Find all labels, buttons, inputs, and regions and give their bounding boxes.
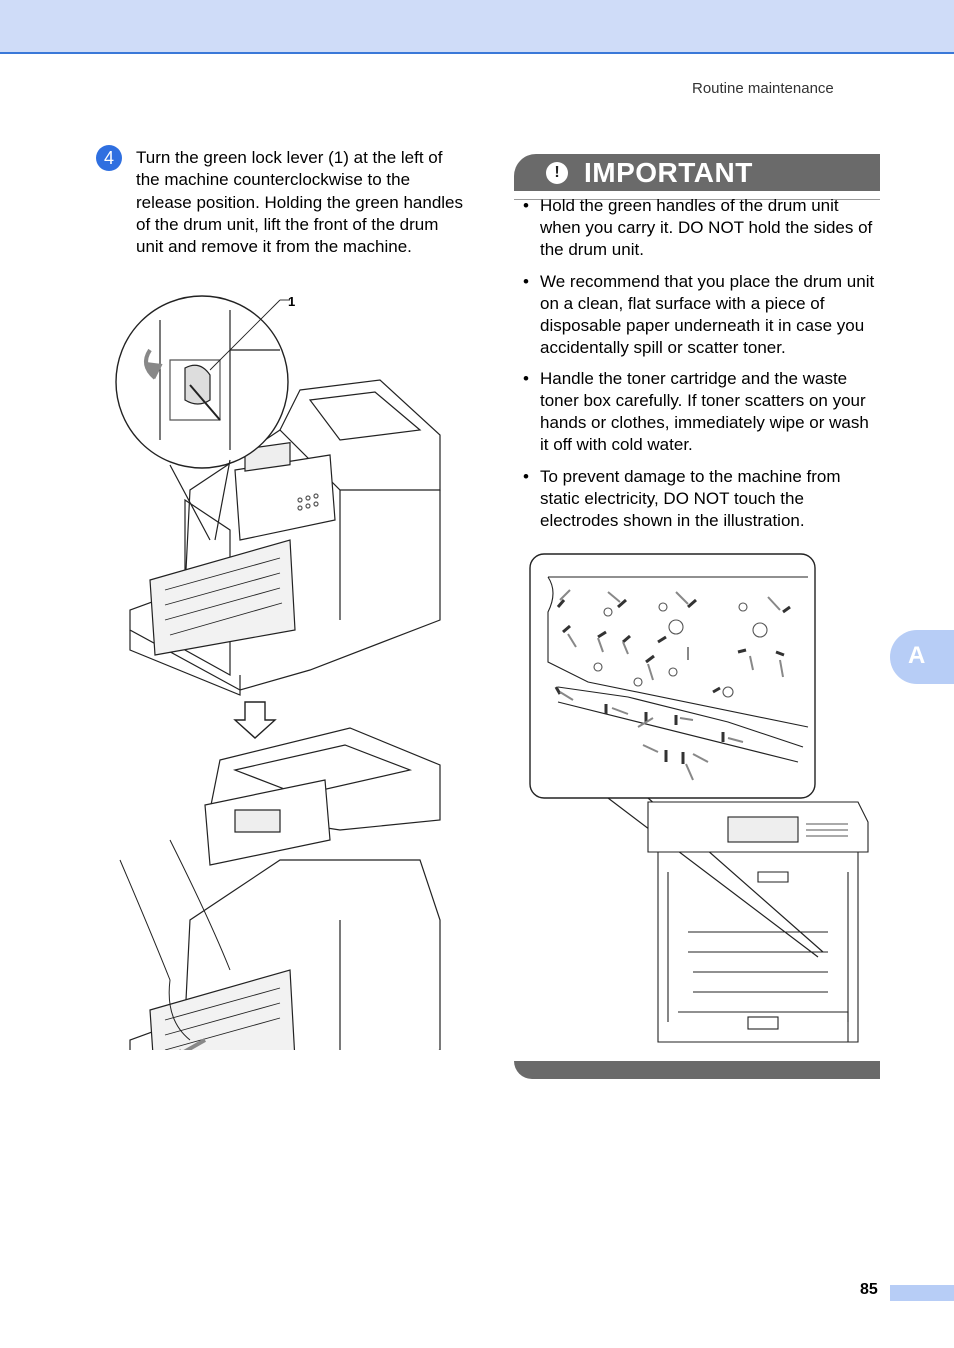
important-title: IMPORTANT [584, 157, 753, 188]
page-number: 85 [860, 1281, 878, 1298]
running-head: Routine maintenance [692, 80, 834, 97]
list-item: •To prevent damage to the machine from s… [523, 466, 841, 530]
bullet-mark: • [523, 271, 529, 291]
printer-top-illustration [129, 379, 441, 696]
list-item: •Hold the green handles of the drum unit… [523, 196, 873, 259]
list-item: •Handle the toner cartridge and the wast… [523, 369, 869, 454]
down-arrow-icon [233, 701, 277, 739]
bullet-mark: • [523, 196, 529, 215]
callout-label: 1 [288, 294, 295, 309]
drum-removal-illustration: 1 [115, 294, 441, 1050]
important-divider [514, 199, 880, 200]
exclamation-icon: ! [546, 162, 568, 184]
lock-lever-callout [115, 295, 290, 541]
important-footer-bar [514, 1061, 880, 1079]
printer-bottom-illustration [119, 727, 441, 1050]
step-instruction: Turn the green lock lever (1) at the lef… [136, 148, 464, 257]
step-number-badge: 4 [96, 145, 122, 171]
bullet-mark: • [523, 369, 529, 388]
appendix-tab: A [890, 630, 954, 684]
page-number-bar [890, 1285, 954, 1301]
important-header: ! IMPORTANT [514, 154, 880, 191]
important-list: •Hold the green handles of the drum unit… [520, 195, 882, 541]
list-item: •We recommend that you place the drum un… [523, 271, 875, 357]
bullet-mark: • [523, 466, 529, 486]
electrodes-illustration [529, 553, 869, 1043]
header-band [0, 0, 954, 54]
